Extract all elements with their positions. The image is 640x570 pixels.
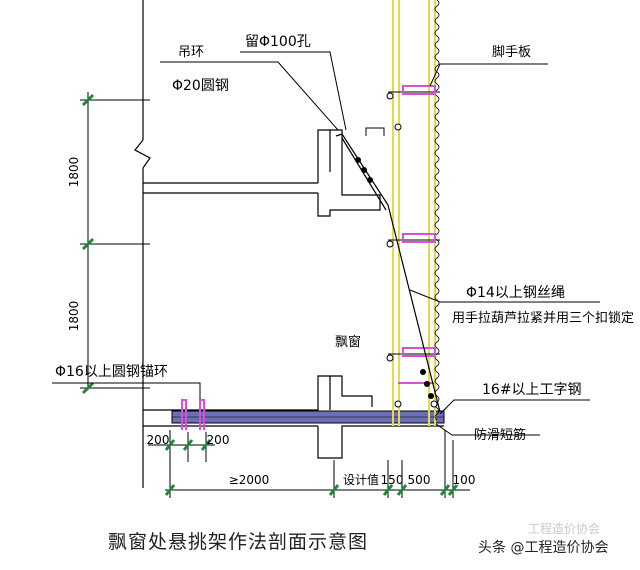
- label-wire-rope: Φ14以上钢丝绳: [466, 285, 565, 301]
- label-i-beam: 16#以上工字钢: [482, 382, 582, 398]
- dim-design-value: 设计值: [343, 472, 379, 487]
- watermark-ghost: 工程造价协会: [528, 522, 601, 536]
- dim-lower-height: 1800: [67, 301, 81, 332]
- dimension-ticks: [81, 93, 95, 395]
- label-hole: 留Φ100孔: [245, 34, 311, 50]
- upper-slab: [143, 129, 381, 217]
- safety-net: [434, 0, 440, 421]
- dim-150: 150: [381, 473, 404, 487]
- horizontal-dimension-line: [148, 430, 470, 498]
- scaffold-poles: [392, 0, 436, 426]
- label-anti-slip: 防滑短筋: [474, 427, 526, 443]
- label-anchor-ring: Φ16以上圆钢锚环: [55, 364, 168, 380]
- board-ends: [386, 92, 438, 408]
- label-round-steel: Φ20圆钢: [172, 78, 229, 94]
- label-scaffold-board: 脚手板: [492, 44, 531, 60]
- clamps: [398, 85, 436, 384]
- rope-clips: [355, 157, 434, 399]
- top-clip: [365, 127, 385, 136]
- dim-anchor-spacing-2: 200: [207, 433, 230, 447]
- watermark: 头条 @工程造价协会: [478, 540, 609, 556]
- anchor-rings: [181, 399, 205, 430]
- label-hanging-ring: 吊环: [178, 45, 204, 60]
- dim-500: 500: [408, 473, 431, 487]
- dim-100: 100: [453, 473, 476, 487]
- scaffold-boards: [388, 91, 440, 355]
- dim-upper-height: 1800: [67, 157, 81, 188]
- figure-caption: 飘窗处悬挑架作法剖面示意图: [108, 531, 369, 553]
- dim-anchor-spacing-1: 200: [147, 433, 170, 447]
- i-beam: [171, 410, 445, 424]
- horizontal-ticks: [164, 439, 459, 496]
- leader-lines: [52, 51, 600, 436]
- label-tension-note: 用手拉葫芦拉紧并用三个扣锁定: [452, 310, 634, 326]
- dim-anchor-length: ≥2000: [229, 473, 270, 487]
- vertical-dimension-line: [80, 92, 150, 390]
- label-bay-window: 飘窗: [335, 334, 361, 350]
- building-wall: [134, 0, 151, 488]
